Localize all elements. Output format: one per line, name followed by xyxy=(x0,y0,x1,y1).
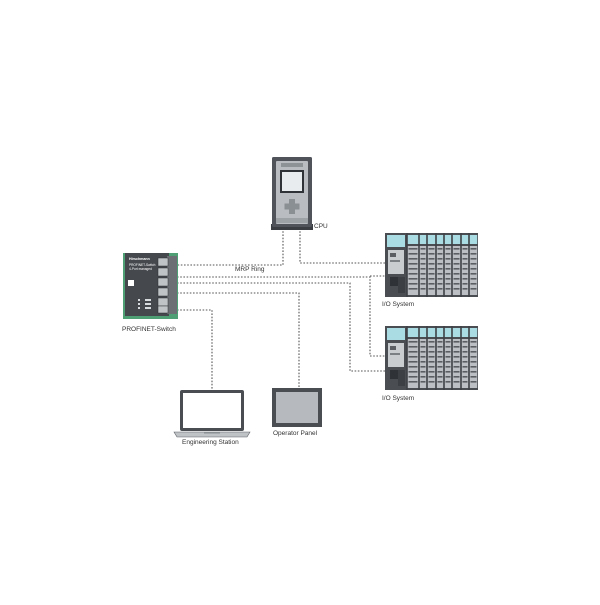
io-system-device-2 xyxy=(385,326,478,390)
link-cpu-switch xyxy=(177,228,284,266)
cpu-label: CPU xyxy=(314,223,328,230)
profinet-switch-device xyxy=(123,253,178,319)
laptop-icon xyxy=(173,390,251,438)
link-cpu-io1 xyxy=(299,228,385,264)
mrp-ring-label: MRP Ring xyxy=(235,266,265,273)
link-mrp-ring xyxy=(177,276,385,357)
engineering-station-label: Engineering Station xyxy=(182,439,239,446)
switch-ports-label: 4-Port managed xyxy=(129,267,152,271)
io-system-device-1 xyxy=(385,233,478,297)
io-system-label-2: I/O System xyxy=(382,395,415,402)
link-switch-operator xyxy=(177,292,300,388)
cpu-device xyxy=(271,157,313,230)
link-switch-engineering xyxy=(177,309,213,390)
io-system-label-1: I/O System xyxy=(382,301,415,308)
link-switch-io2 xyxy=(177,282,385,372)
operator-panel-icon xyxy=(272,388,322,427)
operator-panel-label: Operator Panel xyxy=(273,430,318,437)
connection-lines xyxy=(177,228,385,390)
switch-model-label: PROFINET-Switch xyxy=(129,263,156,267)
ethernet-port-icons xyxy=(157,257,169,314)
switch-brand-label: Hirschmann xyxy=(129,257,150,261)
profinet-switch-label: PROFINET-Switch xyxy=(122,326,176,333)
dpad-icon xyxy=(284,199,300,214)
status-led-icons xyxy=(138,299,151,309)
